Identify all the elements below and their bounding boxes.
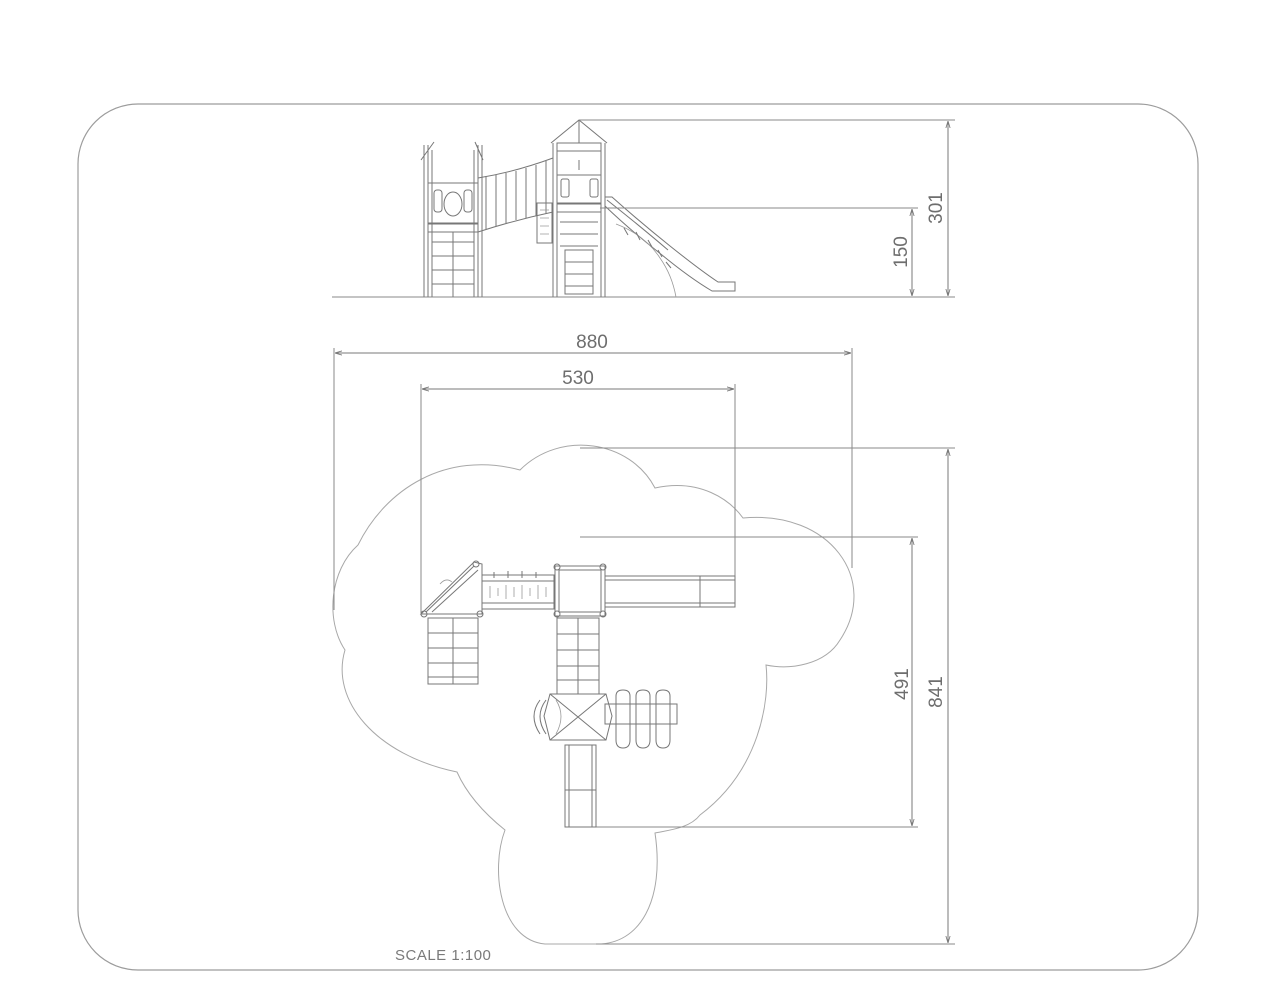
dim-depth-total: 841	[926, 676, 947, 708]
safety-zone-outline	[332, 444, 855, 945]
dim-depth-equipment: 491	[892, 668, 913, 700]
main-tower-elevation	[550, 119, 608, 297]
left-tower-elevation	[420, 141, 484, 297]
dim-height-total: 301	[926, 192, 947, 224]
plan-view: 880 530 491 841	[332, 332, 955, 945]
scale-label: SCALE 1:100	[395, 947, 491, 964]
dim-width-total: 880	[576, 332, 608, 353]
equipment-plan	[419, 560, 736, 828]
sheet-frame	[77, 103, 1199, 971]
dim-width-equipment: 530	[562, 368, 594, 389]
bridge-elevation	[477, 157, 554, 244]
dim-height-platform: 150	[891, 236, 912, 268]
elevation-view: 301 150	[332, 119, 955, 298]
slide-elevation	[604, 196, 736, 298]
